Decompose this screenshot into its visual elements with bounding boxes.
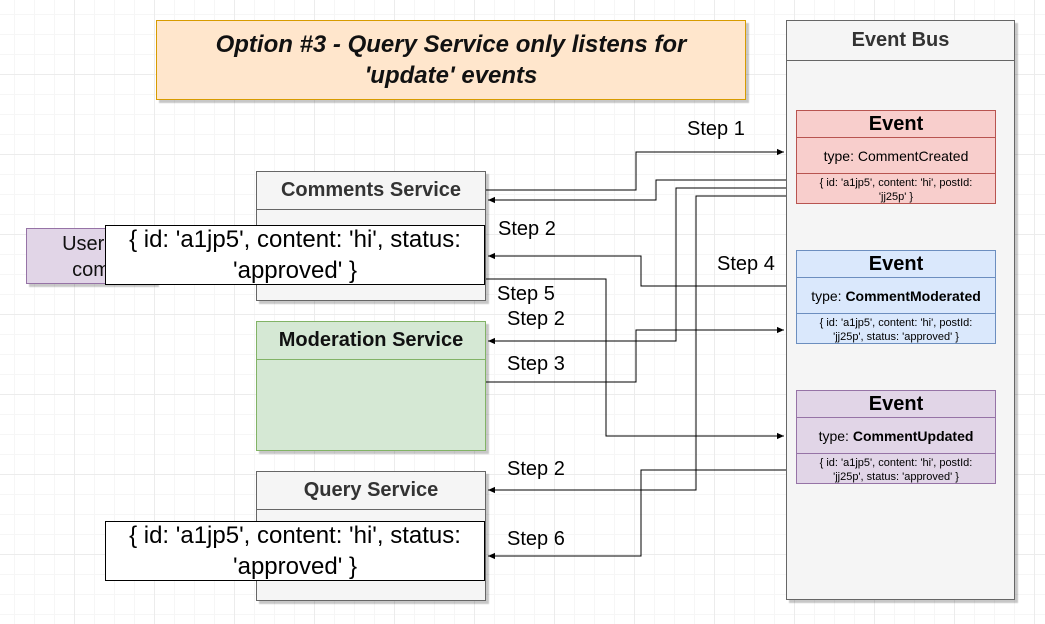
query-data-text: { id: 'a1jp5', content: 'hi', status: 'a… [129, 522, 461, 580]
comments-data-text: { id: 'a1jp5', content: 'hi', status: 'a… [129, 226, 461, 284]
arrow-step3 [486, 326, 784, 383]
event-payload: { id: 'a1jp5', content: 'hi', postId: 'j… [797, 453, 995, 485]
arrow-step2-moderation [488, 187, 796, 345]
arrow-step5 [486, 278, 784, 440]
arrow-step1 [486, 148, 784, 191]
query-data-popup: { id: 'a1jp5', content: 'hi', status: 'a… [105, 521, 485, 581]
user-box-line2: com [72, 259, 110, 281]
step4-label: Step 4 [717, 253, 775, 275]
event-type: type: CommentUpdated [797, 417, 995, 453]
event-payload: { id: 'a1jp5', content: 'hi', postId: 'j… [797, 313, 995, 345]
step1-label: Step 1 [687, 118, 745, 140]
event-type: type: CommentCreated [797, 137, 995, 173]
comments-data-popup: { id: 'a1jp5', content: 'hi', status: 'a… [105, 225, 485, 285]
arrow-step2-comments [488, 179, 796, 204]
event-payload: { id: 'a1jp5', content: 'hi', postId: 'j… [797, 173, 995, 205]
step2-moderation-label: Step 2 [507, 308, 565, 330]
diagram-title: Option #3 - Query Service only listens f… [156, 20, 746, 100]
arrow-step6 [488, 469, 796, 560]
arrow-step4 [488, 252, 796, 287]
event-comment-created: Event type: CommentCreated { id: 'a1jp5'… [796, 110, 996, 204]
moderation-service: Moderation Service [256, 321, 486, 451]
event-type: type: CommentModerated [797, 277, 995, 313]
event-label: Event [868, 253, 924, 275]
step3-label: Step 3 [507, 353, 565, 375]
step2-comments-label: Step 2 [498, 218, 556, 240]
event-label: Event [868, 393, 924, 415]
arrow-step2-query [488, 195, 796, 494]
query-service-title: Query Service [257, 472, 485, 510]
step2-query-label: Step 2 [507, 458, 565, 480]
event-bus-title: Event Bus [787, 21, 1014, 61]
step5-label: Step 5 [497, 283, 555, 305]
event-comment-moderated: Event type: CommentModerated { id: 'a1jp… [796, 250, 996, 344]
moderation-service-title: Moderation Service [257, 322, 485, 360]
step6-label: Step 6 [507, 528, 565, 550]
event-label: Event [868, 113, 924, 135]
event-comment-updated: Event type: CommentUpdated { id: 'a1jp5'… [796, 390, 996, 484]
comments-service-title: Comments Service [257, 172, 485, 210]
